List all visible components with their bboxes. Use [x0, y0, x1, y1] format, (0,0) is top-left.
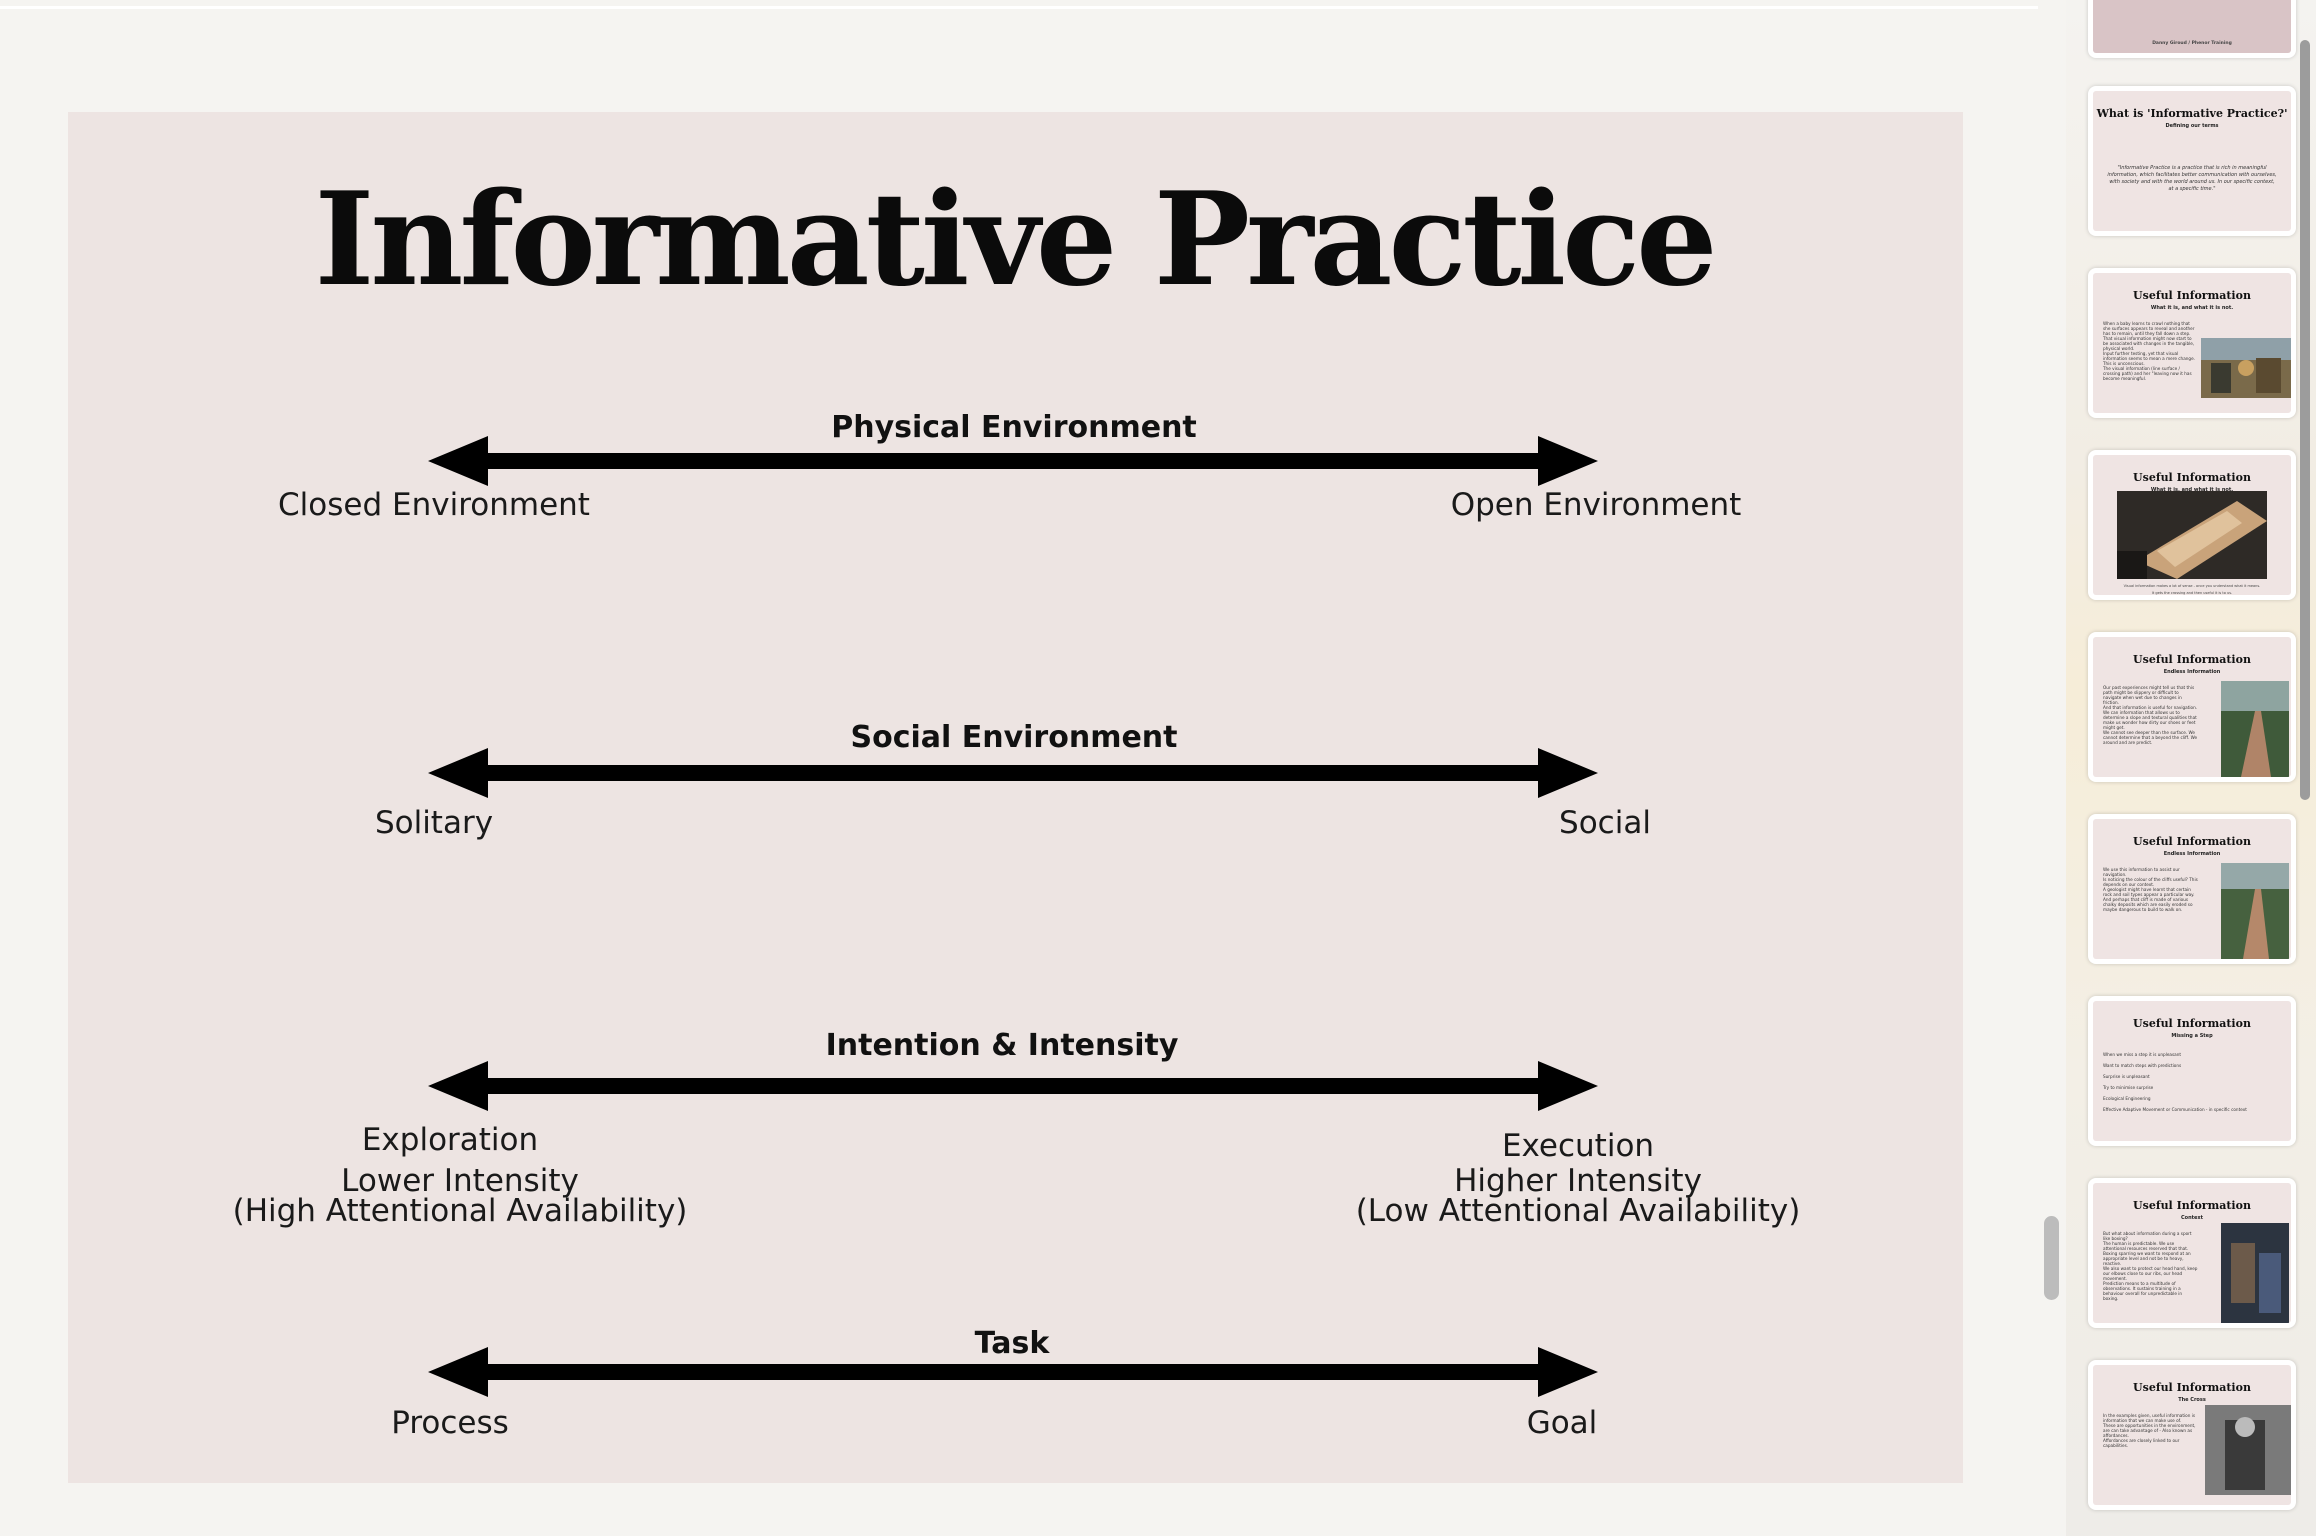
thumbnail-bullet: A geologist might have learnt that certa…	[2103, 887, 2195, 912]
thumbnail-bullet: Effective Adaptive Movement or Communica…	[2103, 1107, 2247, 1112]
thumbnail-bullet: The human is predictable. We use attenti…	[2103, 1241, 2189, 1251]
thumbnail-bullet: We also want to protect our head hand, k…	[2103, 1266, 2198, 1281]
navigator-scrollbar[interactable]	[2300, 40, 2310, 800]
slide-thumbnail[interactable]: Useful Information Endless Information O…	[2088, 632, 2296, 782]
thumbnail-photo	[2201, 338, 2291, 398]
thumbnail-bullet: These are opportunities in the environme…	[2103, 1423, 2196, 1438]
axis-label-physical-environment: Physical Environment	[831, 410, 1197, 445]
thumbnail-photo	[2221, 1223, 2289, 1323]
thumbnail-caption: Visual information makes a lot of sense …	[2123, 584, 2261, 588]
thumbnail-bullet: That visual information might now start …	[2103, 336, 2195, 351]
thumbnail-subtitle: Endless Information	[2163, 669, 2221, 675]
pole-closed-environment: Closed Environment	[278, 487, 590, 523]
thumbnail-subtitle: The Cross	[2178, 1397, 2206, 1403]
thumbnail-subtitle: Defining our terms	[2165, 123, 2219, 129]
thumbnail-bullet: Input further testing, yet that visual i…	[2103, 351, 2195, 361]
double-arrow-task	[428, 1347, 1598, 1397]
double-arrow-physical	[428, 436, 1598, 486]
thumbnail-title: Useful Information	[2133, 289, 2251, 302]
thumbnail-subtitle: What it is, and what it is not.	[2150, 487, 2234, 493]
pole-low-attentional-availability: (Low Attentional Availability)	[1355, 1193, 1801, 1229]
slide-thumbnail[interactable]: Useful Information The Cross In the exam…	[2088, 1360, 2296, 1510]
slide-thumbnail[interactable]: Useful Information What it is, and what …	[2088, 450, 2296, 600]
slide-thumbnail[interactable]: Danny Giroud / Phenor Training	[2088, 0, 2296, 58]
pole-high-attentional-availability: (High Attentional Availability)	[232, 1193, 688, 1229]
thumbnail-bullet: Our past experiences might tell us that …	[2103, 685, 2195, 705]
thumbnail-bullet: We use this information to assist our na…	[2103, 867, 2180, 877]
thumbnail-photo	[2205, 1405, 2291, 1495]
thumbnail-bullet: But what about information during a spor…	[2103, 1231, 2192, 1241]
pole-process: Process	[391, 1405, 509, 1441]
axis-label-intention-intensity: Intention & Intensity	[825, 1028, 1179, 1063]
pole-exploration: Exploration	[361, 1122, 539, 1158]
thumbnail-bullet: And that information is useful for navig…	[2103, 705, 2198, 730]
thumbnail-photo	[2221, 681, 2289, 777]
thumbnail-subtitle: Missing a Step	[2171, 1033, 2213, 1039]
thumbnail-title: Useful Information	[2133, 653, 2251, 666]
thumbnail-bullet: Ecological Engineering	[2103, 1096, 2151, 1101]
pole-goal: Goal	[1526, 1405, 1598, 1441]
thumbnail-bullet: When we miss a step it is unpleasant	[2103, 1052, 2182, 1057]
pole-execution: Execution	[1501, 1128, 1655, 1164]
thumbnail-title: Useful Information	[2133, 1199, 2251, 1212]
thumbnail-bullet: Is noticing the colour of the cliffs use…	[2103, 877, 2198, 887]
pole-higher-intensity: Higher Intensity	[1454, 1163, 1702, 1199]
thumbnail-bullet: Affordances are closely linked to our ca…	[2103, 1438, 2180, 1448]
thumbnail-title: Useful Information	[2133, 835, 2251, 848]
thumbnail-bullet: Want to match steps with predictions	[2103, 1063, 2182, 1068]
pole-solitary: Solitary	[374, 805, 494, 841]
slide-thumbnail[interactable]: Useful Information What it is, and what …	[2088, 268, 2296, 418]
thumbnail-bullet: In the examples given, useful informatio…	[2103, 1413, 2196, 1423]
thumbnail-caption: It gets the crossing and then useful it …	[2151, 591, 2233, 595]
pole-social: Social	[1559, 805, 1651, 841]
toolbar-divider	[0, 6, 2038, 9]
pole-lower-intensity: Lower Intensity	[341, 1163, 579, 1199]
double-arrow-social	[428, 748, 1598, 798]
thumbnail-bullet: This is unconscious.	[2103, 361, 2145, 366]
thumbnail-photo	[2117, 491, 2267, 579]
thumbnail-bullet: We cannot see deeper than the surface. W…	[2103, 730, 2198, 745]
thumbnail-quote: "Informative Practice is a practice that…	[2107, 165, 2277, 192]
double-arrow-intention	[428, 1061, 1598, 1111]
thumbnail-subtitle: What it is, and what it is not.	[2150, 305, 2234, 311]
slide[interactable]	[68, 112, 1963, 1483]
thumbnail-caption: Danny Giroud / Phenor Training	[2152, 41, 2232, 46]
thumbnail-title: What is 'Informative Practice?'	[2096, 107, 2288, 120]
thumbnail-bullet: Try to minimise surprise	[2103, 1085, 2154, 1090]
pole-open-environment: Open Environment	[1450, 487, 1742, 523]
thumbnail-title: Useful Information	[2133, 471, 2251, 484]
thumbnail-bullet: Boxing sparring we want to respond at an…	[2103, 1251, 2191, 1266]
thumbnail-photo	[2221, 863, 2289, 959]
thumbnail-subtitle: Endless Information	[2163, 851, 2221, 857]
axis-label-task: Task	[974, 1326, 1050, 1361]
thumbnail-bullet: When a baby learns to crawl nothing that…	[2103, 321, 2195, 336]
slide-thumbnail[interactable]: Useful Information Missing a Step When w…	[2088, 996, 2296, 1146]
slide-thumbnail[interactable]: What is 'Informative Practice?' Defining…	[2088, 86, 2296, 236]
thumbnail-bullet: Prediction means to a multitude of obser…	[2103, 1281, 2183, 1301]
thumbnail-bullet: The visual information (line surface / c…	[2103, 366, 2192, 381]
thumbnail-title: Useful Information	[2133, 1017, 2251, 1030]
slide-thumbnail[interactable]: Useful Information Endless Information W…	[2088, 814, 2296, 964]
thumbnail-title: Useful Information	[2133, 1381, 2251, 1394]
thumbnail-subtitle: Context	[2180, 1215, 2204, 1221]
canvas-scrollbar[interactable]	[2044, 1216, 2059, 1300]
thumbnail-bullet: Surprise is unpleasant	[2103, 1074, 2150, 1079]
slide-title[interactable]: Informative Practice	[314, 165, 1718, 315]
axis-label-social-environment: Social Environment	[850, 720, 1178, 755]
slide-thumbnail[interactable]: Useful Information Context But what abou…	[2088, 1178, 2296, 1328]
